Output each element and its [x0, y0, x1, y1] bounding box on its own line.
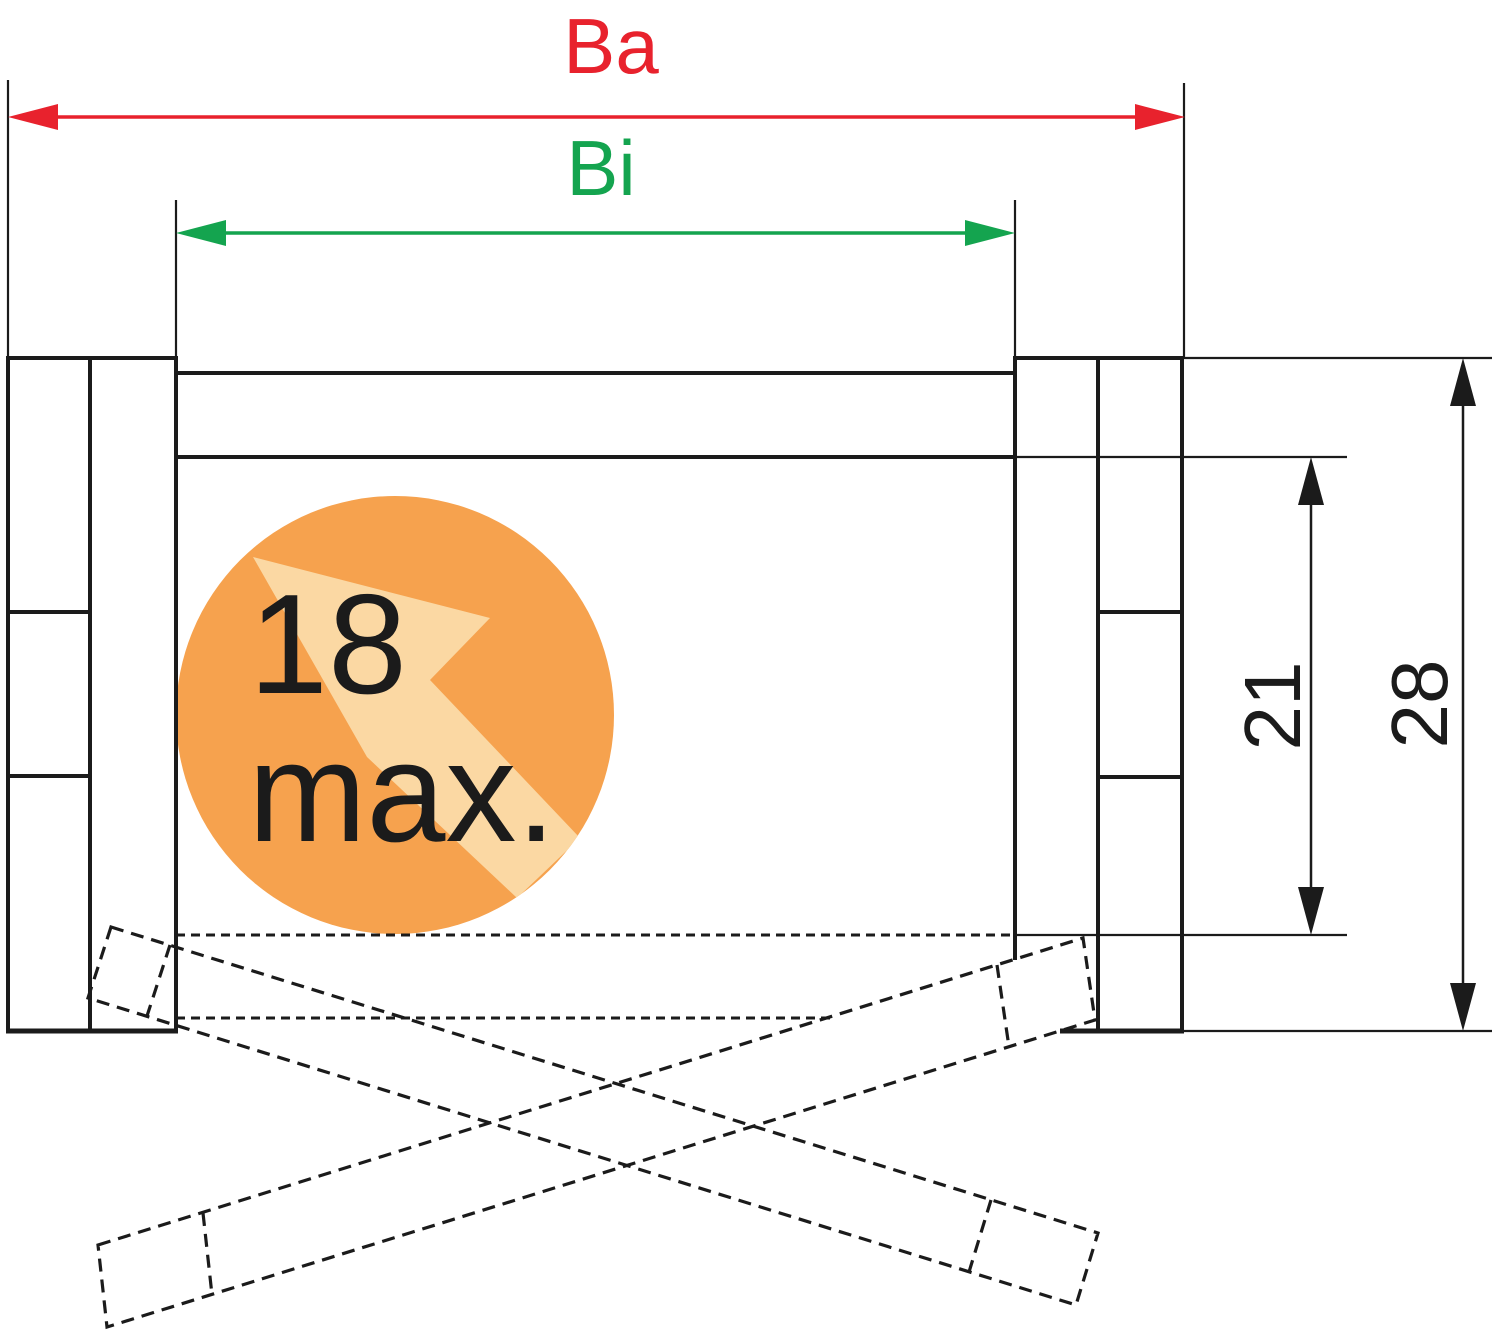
inner-height-value: 21 [1228, 662, 1317, 751]
arrowhead-down-icon [1298, 887, 1324, 935]
arrowhead-left-icon [176, 220, 226, 246]
crossbar-open-down-right [85, 925, 1100, 1308]
arrowhead-down-icon [1450, 983, 1476, 1031]
arrowhead-left-icon [8, 104, 58, 130]
arrowhead-right-icon [1135, 104, 1185, 130]
outer-height-value: 28 [1375, 660, 1464, 749]
opened-crossbars [85, 925, 1100, 1330]
extension-lines [6, 80, 1492, 1033]
arrowhead-up-icon [1298, 457, 1324, 505]
crossbar-end-divider [201, 1212, 214, 1296]
crossbar-end-divider [967, 1199, 993, 1273]
diagonal-arrow-up-left-icon [253, 557, 580, 898]
outer-width-dimension: Ba [8, 2, 1185, 130]
crossbar-end-divider [145, 944, 172, 1017]
inner-width-label: Bi [566, 124, 635, 212]
outer-width-label: Ba [563, 2, 659, 90]
crossbar-end-divider [995, 964, 1011, 1048]
inner-height-dimension: 21 [1228, 457, 1324, 935]
crossbar-open-up-right [96, 935, 1097, 1330]
outer-height-dimension: 28 [1375, 358, 1476, 1031]
arrowhead-right-icon [965, 220, 1015, 246]
badge-max-value: 18 [249, 565, 407, 724]
inner-width-dimension: Bi [176, 124, 1015, 246]
arrowhead-up-icon [1450, 358, 1476, 406]
max-diameter-badge: 18 max. [176, 496, 614, 934]
badge-max-suffix: max. [248, 713, 556, 872]
